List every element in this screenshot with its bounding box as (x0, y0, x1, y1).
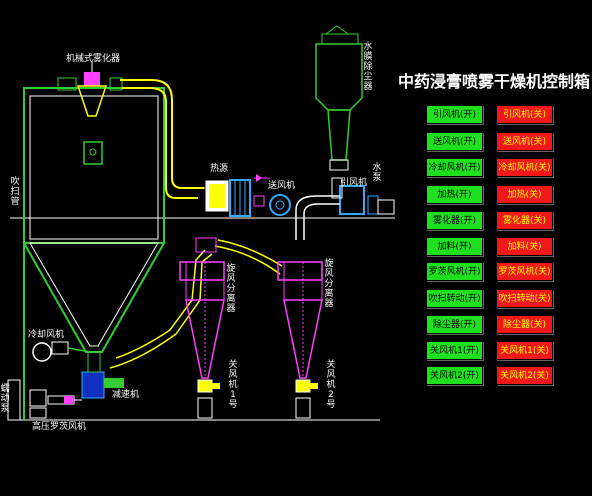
roots-blower-off-button[interactable]: 罗茨风机(关) (496, 262, 553, 281)
sweep-rotate-on-button[interactable]: 吹扫转动(开) (426, 289, 483, 308)
dust-collector-on-button[interactable]: 除尘器(开) (426, 315, 483, 334)
water-pump-label: 水泵 (372, 163, 382, 183)
gate-valve-1-icon (197, 379, 220, 419)
page-title: 中药浸膏喷雾干燥机控制箱 (398, 72, 591, 91)
heat-source-label: 热源 (210, 164, 229, 174)
gate-valve-1-on-button[interactable]: 关风机1(开) (426, 341, 483, 360)
gas-pipe-3 (295, 195, 340, 240)
atomizer-icon (76, 62, 108, 117)
induced-fan-label: 引风机 (340, 178, 368, 188)
roots-blower-label: 高压罗茨风机 (32, 422, 87, 432)
pump-left-label: 蠕动泵 (0, 384, 10, 414)
gate-valve-1-off-button[interactable]: 关风机1(关) (496, 341, 553, 360)
sweep-pipe-label: 吹扫管 (10, 177, 20, 207)
cyclone-2 (277, 261, 323, 379)
feed-on-button[interactable]: 加料(开) (426, 237, 483, 256)
reducer-icon (81, 351, 124, 399)
heating-off-button[interactable]: 加热(关) (496, 185, 553, 204)
atomizer-on-button[interactable]: 雾化器(开) (426, 211, 483, 230)
supply-fan-label: 送风机 (268, 181, 296, 191)
atomizer-off-button[interactable]: 雾化器(关) (496, 211, 553, 230)
gas-pipe-2 (214, 245, 281, 275)
dust-collector-off-button[interactable]: 除尘器(关) (496, 315, 553, 334)
roots-blower-on-button[interactable]: 罗茨风机(开) (426, 262, 483, 281)
gate-valve-2-off-button[interactable]: 关风机2(关) (496, 366, 553, 385)
hot-air-duct (120, 79, 205, 189)
induced-fan-on-button[interactable]: 引风机(开) (426, 105, 483, 124)
water-dust-label: 水膜除尘器 (363, 42, 373, 92)
cooling-fan-on-button[interactable]: 冷却风机(开) (426, 158, 483, 177)
supply-fan-icon (253, 174, 291, 216)
cyclone-2-label: 旋风分离器 (324, 259, 334, 309)
induced-fan-off-button[interactable]: 引风机(关) (496, 105, 553, 124)
cooling-fan-label: 冷却风机 (28, 330, 65, 340)
gate-valve-2-on-button[interactable]: 关风机2(开) (426, 366, 483, 385)
atomizer-label: 机械式雾化器 (66, 54, 121, 64)
cooling-fan-off-button[interactable]: 冷却风机(关) (496, 158, 553, 177)
water-dust-collector (315, 25, 363, 171)
gate-valve-2-label: 关风机2号 (326, 360, 336, 410)
reducer-label: 减速机 (112, 390, 140, 400)
heat-source (204, 179, 251, 217)
cyclone-1-label: 旋风分离器 (226, 264, 236, 314)
induced-fan-icon (331, 177, 395, 215)
cooling-fan-icon (32, 341, 91, 362)
supply-fan-on-button[interactable]: 送风机(开) (426, 132, 483, 151)
gas-pipe-1 (115, 249, 206, 359)
sweep-rotate-off-button[interactable]: 吹扫转动(关) (496, 289, 553, 308)
gate-valve-1-label: 关风机1号 (228, 360, 238, 410)
cyclone-1 (179, 237, 225, 379)
supply-fan-off-button[interactable]: 送风机(关) (496, 132, 553, 151)
pump-left-icon (7, 379, 21, 421)
gate-valve-2-icon (295, 379, 318, 419)
drying-tower (22, 77, 166, 420)
roots-blower-icon (29, 389, 82, 419)
heating-on-button[interactable]: 加热(开) (426, 185, 483, 204)
feed-off-button[interactable]: 加料(关) (496, 237, 553, 256)
